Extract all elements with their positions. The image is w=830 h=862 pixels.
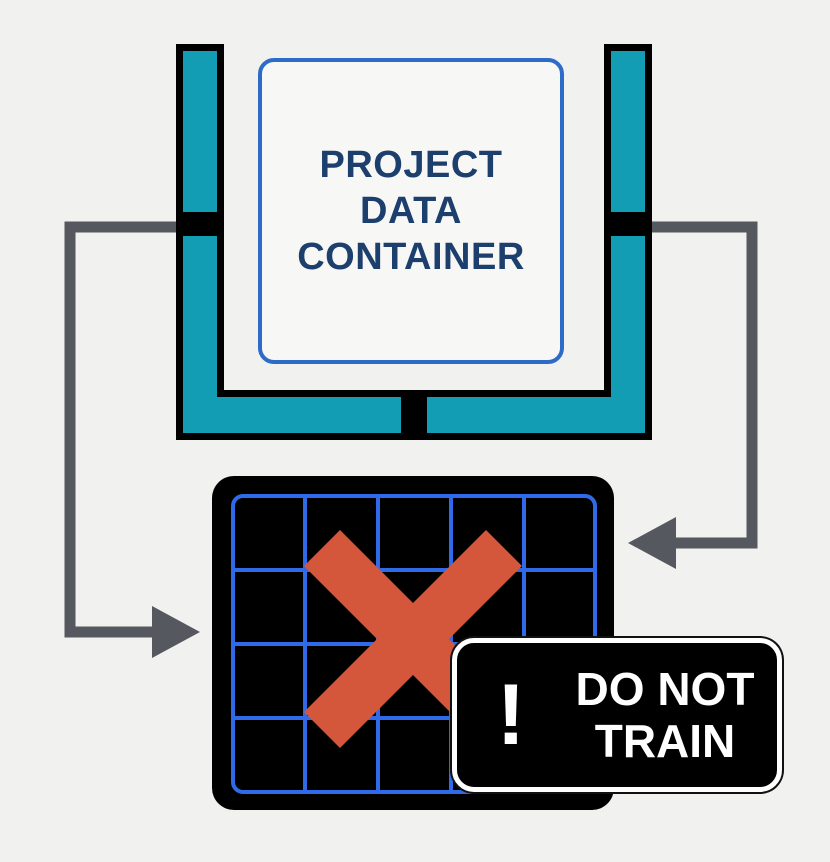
enclosure-right-upper [611,51,645,212]
warning-label: DO NOT TRAIN [575,663,755,767]
exclamation-icon: ! [496,666,526,763]
project-data-container: PROJECT DATA CONTAINER [258,58,564,364]
do-not-train-badge: ! DO NOT TRAIN [452,638,782,792]
arrow-left-icon [628,517,676,569]
enclosure-left-upper [183,51,217,212]
arrow-left-path [64,221,200,658]
enclosure-bottom-left [183,397,401,433]
container-title: PROJECT DATA CONTAINER [297,144,525,278]
arrow-right-path [628,221,758,569]
enclosure-bottom-right [427,397,645,433]
arrow-right-icon [152,606,200,658]
